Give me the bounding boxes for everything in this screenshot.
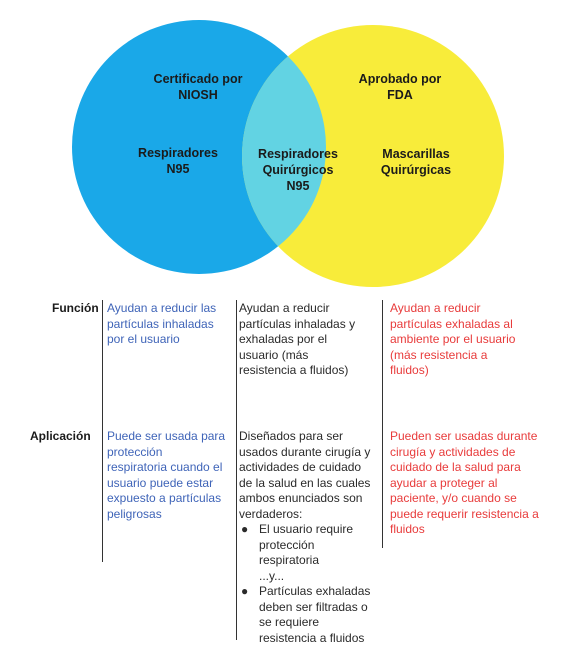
- bullet-item-2: ● Partículas exhaladas deben ser filtrada…: [239, 584, 379, 646]
- row-label-aplicacion: Aplicación: [30, 429, 91, 443]
- bullet-icon: ●: [241, 584, 249, 598]
- venn-label-n95: Respiradores N95: [138, 146, 218, 176]
- funcion-surgical-n95-text: Ayudan a reducir partículas inhaladas y …: [239, 301, 356, 377]
- bullet-item-1: ● El usuario require protección respirato…: [239, 522, 379, 569]
- aplicacion-n95-text: Puede ser usada para protección respirat…: [107, 429, 226, 521]
- bullet-text-2: Partículas exhaladas deben ser filtradas…: [259, 584, 371, 645]
- venn-label-surgical-n95: Respiradores Quirúrgicos N95: [258, 147, 338, 193]
- funcion-n95-text: Ayudan a reducir las partículas inhalada…: [107, 301, 217, 346]
- aplicacion-surgical-n95-intro: Diseñados para ser usados durante cirugí…: [239, 429, 371, 521]
- row-label-funcion: Función: [52, 301, 99, 315]
- aplicacion-bullet-list: ● El usuario require protección respirato…: [239, 522, 379, 646]
- aplicacion-surgical-mask-text: Pueden ser usadas durante cirugía y acti…: [390, 429, 539, 536]
- bullet-icon: ●: [241, 522, 249, 536]
- venn-label-fda: Aprobado por FDA: [358, 72, 442, 102]
- venn-label-surgical-masks: Mascarillas Quirúrgicas: [380, 147, 452, 177]
- venn-diagram: [72, 20, 504, 287]
- funcion-surgical-mask-text: Ayudan a reducir partículas exhaladas al…: [390, 301, 516, 377]
- column-divider-3: [382, 300, 383, 548]
- bullet-text-1: El usuario require protección respirator…: [259, 522, 354, 567]
- venn-label-niosh: Certificado por NIOSH: [153, 72, 243, 102]
- bullet-connector: ...y...: [259, 568, 285, 583]
- column-divider-1: [102, 300, 103, 562]
- column-divider-2: [236, 300, 237, 640]
